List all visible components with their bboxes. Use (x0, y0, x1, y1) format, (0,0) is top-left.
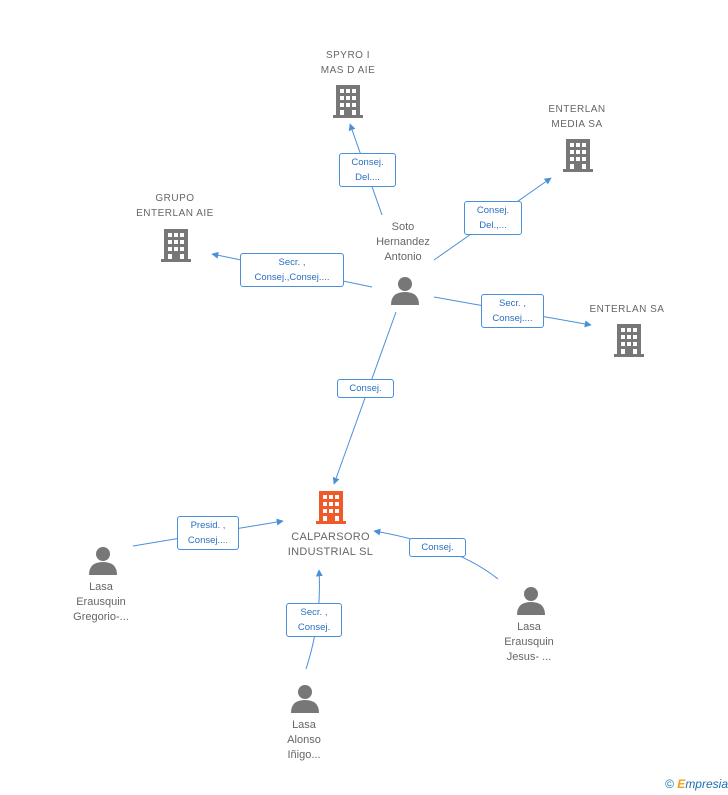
person-icon[interactable] (89, 547, 117, 575)
person-icon[interactable] (517, 587, 545, 615)
edge-label-jesus-calparsoro[interactable]: Consej. (409, 538, 466, 557)
brand-logo-text: mpresia (685, 777, 728, 791)
building-icon[interactable] (333, 85, 363, 118)
edge-label-soto-enterlan-media[interactable]: Consej. Del.,... (464, 201, 522, 235)
node-label-lasa-jesus[interactable]: Lasa Erausquin Jesus- ... (504, 621, 554, 663)
building-icon[interactable] (161, 229, 191, 262)
node-label-enterlan-sa[interactable]: ENTERLAN SA (589, 304, 665, 315)
person-icon[interactable] (391, 277, 419, 305)
node-label-lasa-inigo[interactable]: Lasa Alonso Iñigo... (287, 719, 321, 761)
node-label-grupo-enterlan[interactable]: GRUPO ENTERLAN AIE (136, 193, 214, 219)
node-label-spyro[interactable]: SPYRO I MAS D AIE (320, 50, 376, 76)
brand-logo-initial: E (677, 777, 686, 791)
building-icon-focus[interactable] (316, 491, 346, 524)
edge-label-soto-enterlan-sa[interactable]: Secr. , Consej.... (481, 294, 544, 328)
edge-soto-calparsoro (332, 311, 397, 485)
edge-label-soto-grupo[interactable]: Secr. , Consej.,Consej.... (240, 253, 344, 287)
person-icon[interactable] (291, 685, 319, 713)
node-label-enterlan-media[interactable]: ENTERLAN MEDIA SA (548, 104, 606, 130)
edge-label-soto-spyro[interactable]: Consej. Del.... (339, 153, 396, 187)
edge-label-soto-calparsoro[interactable]: Consej. (337, 379, 394, 398)
node-label-calparsoro[interactable]: CALPARSORO INDUSTRIAL SL (287, 531, 374, 558)
edge-label-inigo-calparsoro[interactable]: Secr. , Consej. (286, 603, 342, 637)
copyright-symbol: © (665, 777, 674, 791)
building-icon[interactable] (614, 324, 644, 357)
node-label-lasa-gregorio[interactable]: Lasa Erausquin Gregorio-... (73, 581, 129, 623)
edge-label-gregorio-calparsoro[interactable]: Presid. , Consej.... (177, 516, 239, 550)
node-label-soto[interactable]: Soto Hernandez Antonio (376, 221, 430, 263)
footer-brand: © Empresia (665, 777, 728, 791)
building-icon[interactable] (563, 139, 593, 172)
